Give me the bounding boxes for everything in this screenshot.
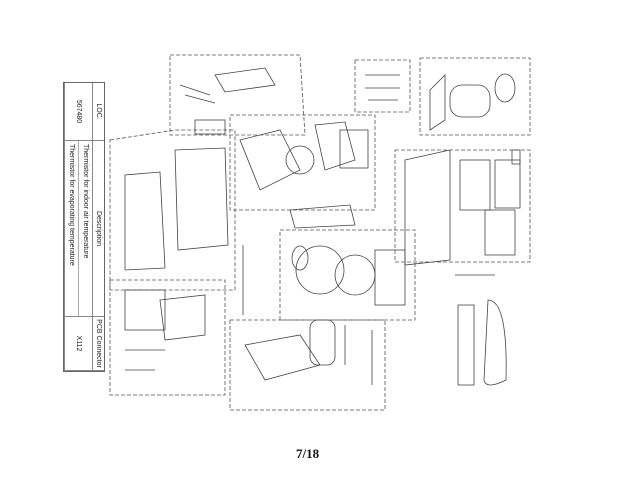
group-boxes [109, 54, 531, 411]
header-loc: LOC. [92, 83, 104, 141]
parts-table: LOC. Description PCB Connector 567480 Th… [63, 82, 105, 372]
description-line: Thermistor for evaporating temperature [68, 144, 75, 266]
cell-connector: X112 [64, 317, 92, 371]
header-pcb-connector: PCB Connector [92, 317, 104, 371]
header-description: Description [92, 141, 104, 317]
description-line: Thermistor for indoor air temperature [78, 141, 92, 316]
page-number: 7/18 [296, 446, 320, 461]
cell-description: Thermistor for indoor air temperature Th… [64, 141, 92, 317]
parts [124, 67, 521, 386]
cell-loc: 567480 [64, 83, 92, 141]
